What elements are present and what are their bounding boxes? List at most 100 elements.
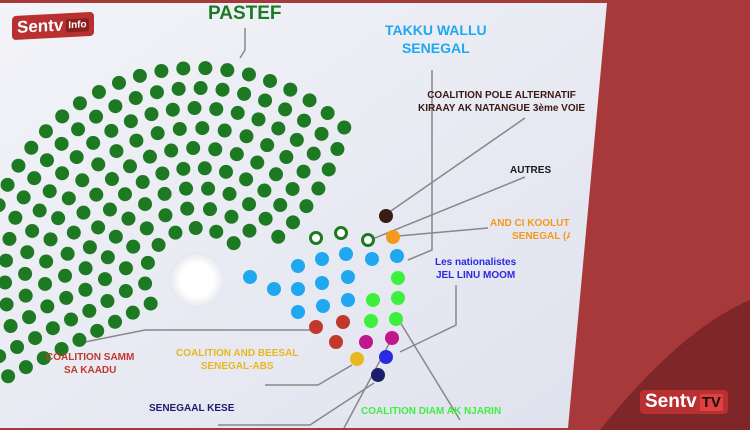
seat-pastef [149, 85, 164, 100]
label-pastef: PASTEF [208, 3, 282, 24]
seat-pastef [296, 164, 311, 179]
seat-pastef [176, 61, 191, 76]
seat-pastef [32, 203, 47, 218]
seat-pastef [123, 159, 138, 174]
seat-pastef [18, 288, 33, 303]
seat-pastef [72, 332, 87, 347]
seat-pastef [100, 294, 115, 309]
label-senegaal-kese: SENEGAAL KESE [149, 403, 235, 414]
seat-pastef [118, 187, 133, 202]
seat-pastef [139, 221, 154, 236]
seat-pastef [59, 290, 74, 305]
seat-colored [371, 368, 385, 382]
seat-pastef [176, 161, 191, 176]
seat-pastef [186, 141, 201, 156]
seat-pastef [302, 93, 317, 108]
seat-pastef [71, 122, 86, 137]
seat-pastef [209, 102, 224, 117]
seat-colored [316, 299, 330, 313]
seat-pastef [43, 232, 58, 247]
seat-pastef [242, 197, 257, 212]
seat-pastef [86, 135, 101, 150]
seat-pastef [150, 126, 165, 141]
seat-pastef [143, 296, 158, 311]
seat-pastef [271, 121, 286, 136]
seat-colored [389, 312, 403, 326]
seat-pastef [39, 254, 54, 269]
seat-pastef [61, 191, 76, 206]
seat-pastef [0, 198, 6, 212]
seat-pastef [337, 120, 352, 135]
seat-pastef [208, 142, 223, 157]
seat-pastef [257, 183, 272, 198]
seat-pastef [140, 255, 155, 270]
seat-pastef [108, 229, 123, 244]
seat-pastef [198, 61, 213, 76]
seat-pastef [121, 211, 136, 226]
seat-pastef [36, 351, 51, 366]
seat-pastef [195, 121, 210, 136]
seat-pastef [10, 340, 25, 355]
seat-pastef [98, 272, 113, 287]
seat-pastef [263, 73, 278, 88]
seat-pastef [102, 202, 117, 217]
seat-pastef [125, 305, 140, 320]
sentv-tv-logo[interactable]: Sentv TV [640, 390, 728, 414]
seat-colored [385, 331, 399, 345]
seat-pastef [64, 312, 79, 327]
seat-pastef [230, 105, 245, 120]
seat-pastef [289, 132, 304, 147]
seat-colored [243, 270, 257, 284]
seat-pastef [279, 150, 294, 165]
seat-pastef [104, 172, 119, 187]
seat-pastef [314, 126, 329, 141]
seat-pastef [220, 63, 235, 78]
seat-pastef [321, 162, 336, 177]
logo-brand: Sentv [17, 15, 64, 37]
seat-pastef [193, 81, 208, 96]
seat-pastef [285, 181, 300, 196]
seat-pastef [91, 157, 106, 172]
seat-pastef [38, 124, 53, 139]
seat-pastef [154, 64, 169, 79]
seat-pastef [271, 229, 286, 244]
seat-colored [267, 282, 281, 296]
seat-pastef [209, 224, 224, 239]
seat-pastef [273, 198, 288, 213]
seat-pastef [135, 175, 150, 190]
logo-suffix: TV [699, 393, 723, 411]
seat-pastef [224, 209, 239, 224]
seat-pastef [104, 123, 119, 138]
sentv-info-logo[interactable]: Sentv Info [12, 11, 94, 41]
seat-pastef [269, 167, 284, 182]
seat-pastef [260, 138, 275, 153]
seat-pastef [168, 225, 183, 240]
label-and-ci-koolute: AND CI KOOLUTE NUSENEGAL (AK [490, 218, 570, 242]
logo-brand: Sentv [645, 391, 697, 412]
seat-hollow [334, 226, 348, 240]
seat-pastef [226, 236, 241, 251]
seat-pastef [138, 197, 153, 212]
seat-pastef [202, 202, 217, 217]
seat-pastef [237, 86, 252, 101]
seat-colored [309, 320, 323, 334]
seat-pastef [11, 158, 26, 173]
seat-pastef [138, 276, 153, 291]
seat-dots [0, 61, 405, 384]
seat-pastef [0, 275, 13, 290]
seat-colored [291, 282, 305, 296]
seat-pastef [3, 319, 18, 334]
seat-pastef [215, 82, 230, 97]
seat-pastef [239, 172, 254, 187]
seat-pastef [72, 96, 87, 111]
seat-pastef [54, 342, 69, 357]
seat-pastef [108, 314, 123, 329]
seat-pastef [0, 297, 14, 312]
label-diam-ak-njarin: COALITION DIAM AK NJARIN [361, 406, 502, 417]
seat-pastef [18, 360, 33, 375]
seat-pastef [171, 81, 186, 96]
seat-pastef [242, 223, 257, 238]
seat-pastef [100, 250, 115, 265]
